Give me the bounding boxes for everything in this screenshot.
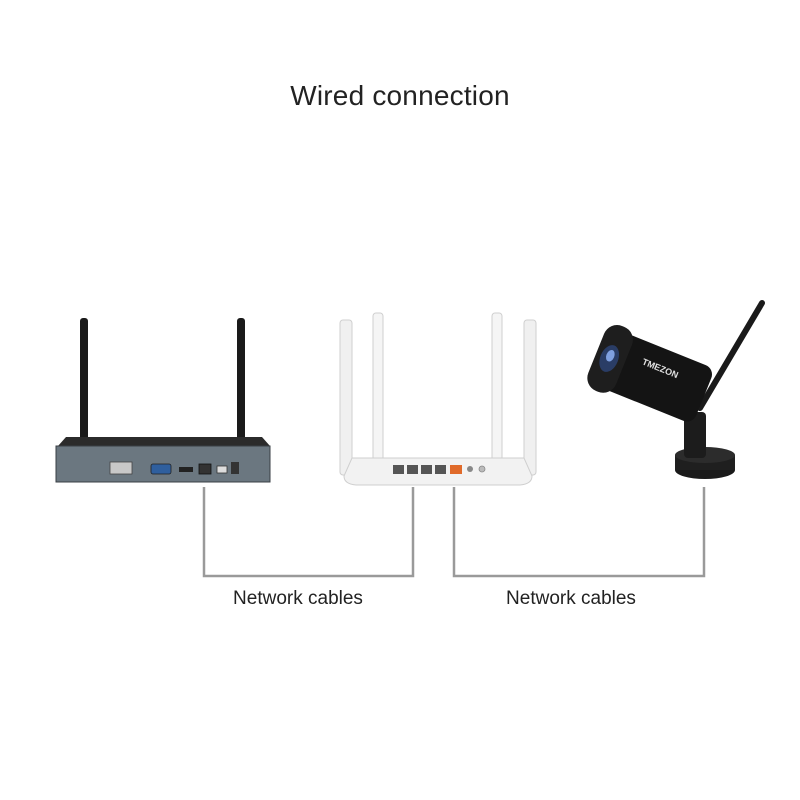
wifi-router-icon (339, 312, 537, 486)
network-cable-router-camera (452, 487, 706, 578)
router-antenna (491, 312, 503, 464)
nvr-right-antenna (237, 318, 245, 463)
bullet-camera-icon: TMEZON (587, 300, 765, 479)
nvr-recorder-icon (55, 318, 271, 483)
cable-label-right: Network cables (506, 588, 636, 609)
diagram-title: Wired connection (290, 80, 510, 111)
camera-bracket (684, 412, 706, 458)
nvr-left-antenna (80, 318, 88, 463)
router-antenna (523, 319, 537, 476)
router-antenna (339, 319, 353, 476)
network-cable-nvr-router (202, 487, 415, 578)
camera-antenna (697, 300, 765, 411)
router-antenna (372, 312, 384, 464)
cable-label-left: Network cables (233, 588, 363, 609)
wan-port (450, 465, 462, 474)
